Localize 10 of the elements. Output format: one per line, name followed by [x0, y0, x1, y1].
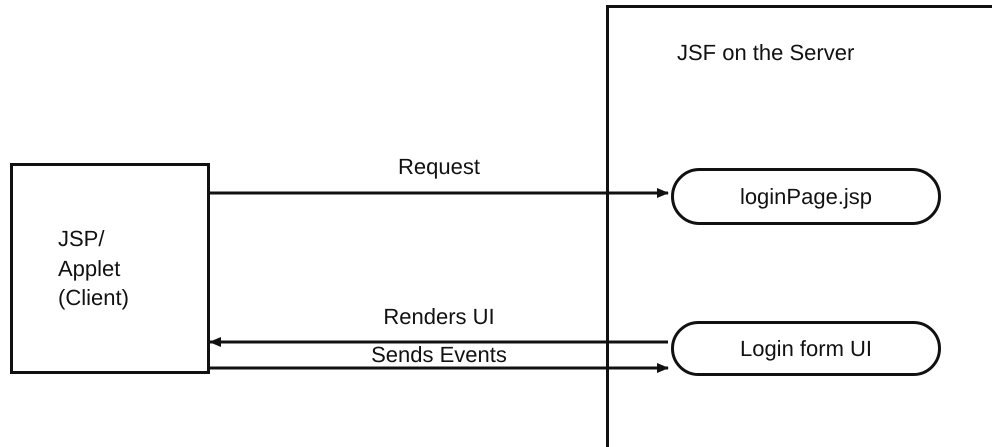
client-box — [10, 163, 210, 374]
node-label: loginPage.jsp — [740, 182, 872, 211]
node-label: Login form UI — [740, 334, 872, 363]
region-heading: JSF on the Server — [677, 39, 854, 67]
arrow — [209, 337, 668, 347]
arrow — [210, 363, 669, 373]
arrow — [210, 188, 669, 198]
component-pill — [671, 321, 941, 376]
node-label: JSP/ Applet (Client) — [58, 224, 130, 312]
server-region — [606, 5, 992, 447]
